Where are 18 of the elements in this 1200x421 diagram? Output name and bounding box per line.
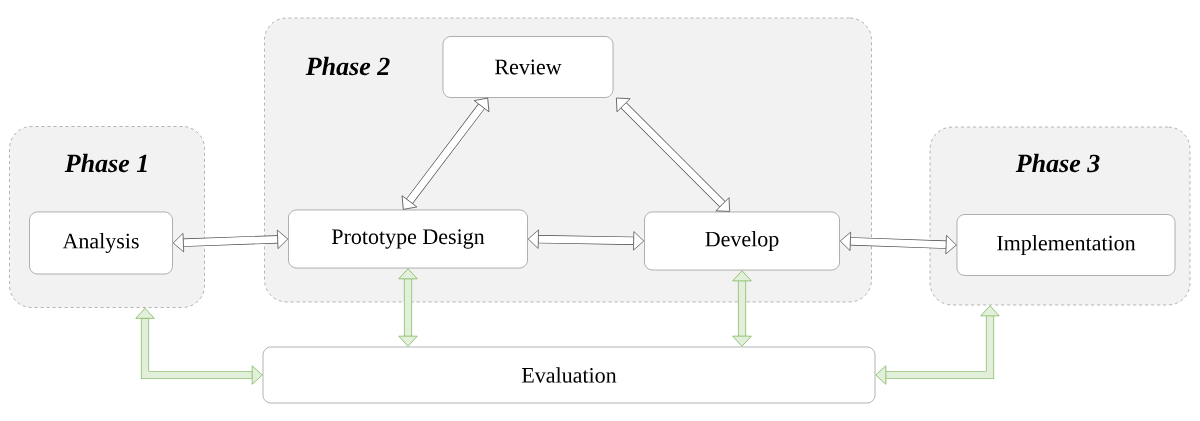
process-box: Evaluation xyxy=(262,346,876,404)
phase-heading: Phase 2 xyxy=(305,56,390,76)
double-arrow xyxy=(875,305,1000,385)
double-arrow xyxy=(135,307,263,385)
process-box: Develop xyxy=(644,211,840,271)
double-arrow xyxy=(616,97,730,212)
double-arrow xyxy=(398,268,418,347)
double-arrow xyxy=(527,229,645,251)
process-box: Implementation xyxy=(956,214,1176,276)
double-arrow xyxy=(172,229,289,253)
process-box: Prototype Design xyxy=(288,209,528,269)
phase-heading: Phase 3 xyxy=(1015,153,1100,173)
double-arrow xyxy=(839,231,957,255)
double-arrow xyxy=(401,97,490,210)
process-box: Analysis xyxy=(29,211,173,275)
phase-heading: Phase 1 xyxy=(64,153,147,173)
double-arrow xyxy=(732,270,752,347)
process-box: Review xyxy=(442,36,614,98)
